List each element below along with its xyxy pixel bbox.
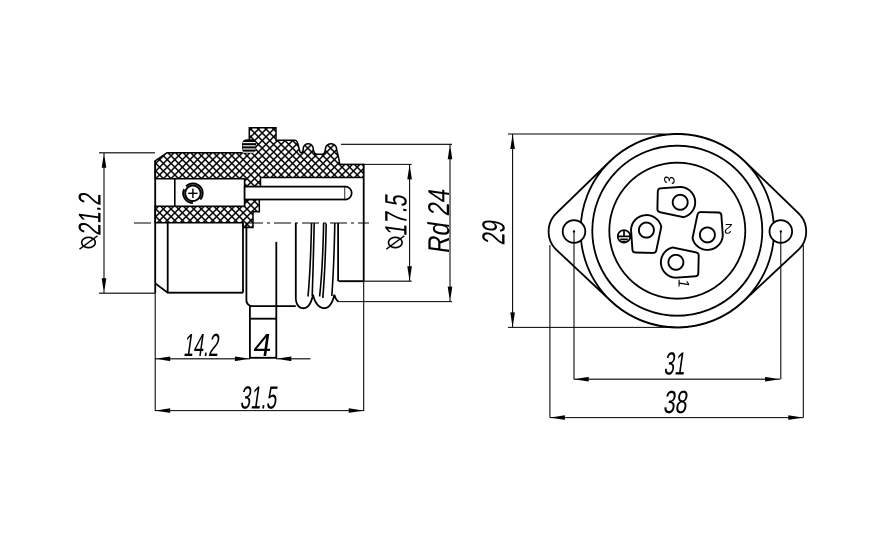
svg-text:31.5: 31.5 [239, 380, 280, 416]
svg-text:Rd 24: Rd 24 [423, 186, 456, 255]
svg-text:4: 4 [251, 327, 274, 363]
svg-text:14.2: 14.2 [182, 327, 222, 363]
svg-text:31: 31 [662, 346, 688, 382]
svg-text:21.2: 21.2 [71, 190, 107, 237]
svg-text:38: 38 [662, 384, 691, 420]
svg-text:2: 2 [723, 221, 733, 237]
svg-text:3: 3 [662, 175, 679, 186]
svg-text:29: 29 [475, 217, 511, 246]
svg-text:1: 1 [674, 278, 691, 289]
svg-text:17.5: 17.5 [379, 192, 414, 238]
